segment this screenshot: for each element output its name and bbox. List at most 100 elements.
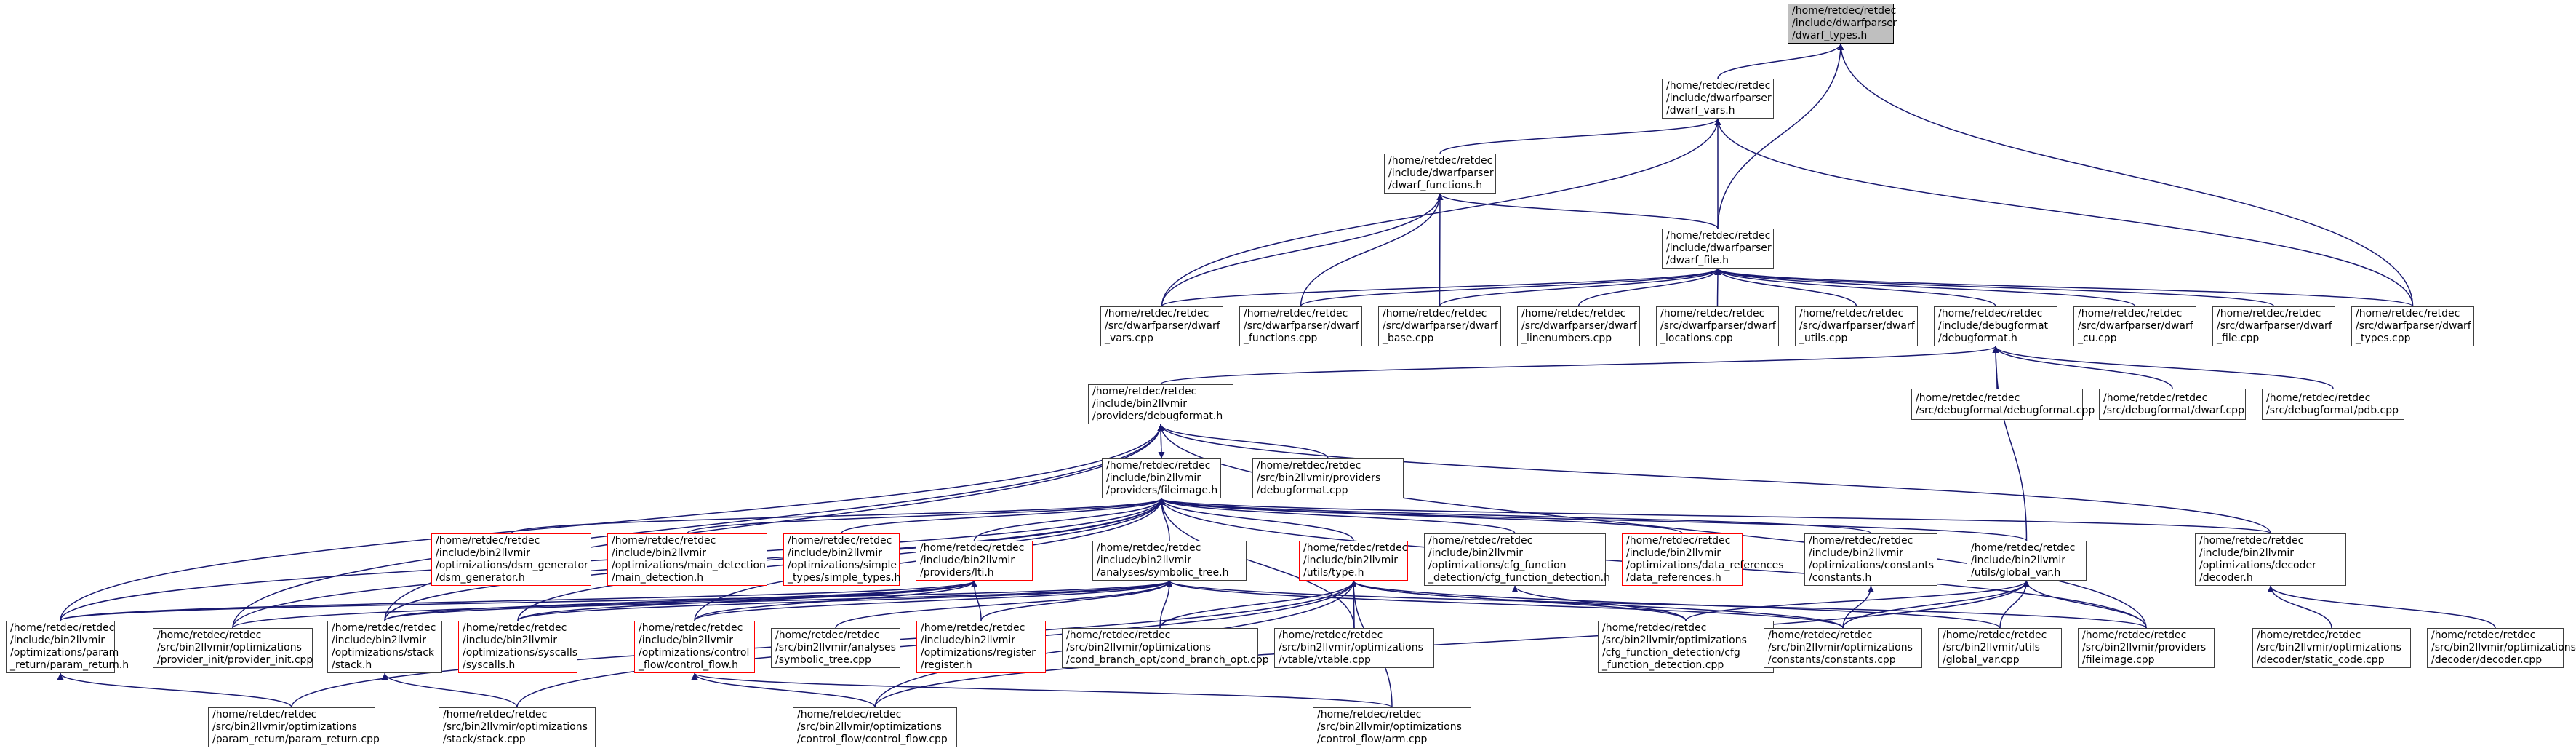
node-label-line: /src/bin2llvmir/utils: [1943, 642, 2040, 653]
graph-node-stack-h[interactable]: /home/retdec/retdec/include/bin2llvmir/o…: [327, 621, 442, 673]
graph-node-dwarf-cu-cpp[interactable]: /home/retdec/retdec/src/dwarfparser/dwar…: [2073, 306, 2196, 346]
node-label-line: _function_detection.cpp: [1602, 659, 1724, 671]
graph-node-providers-debugformat-h[interactable]: /home/retdec/retdec/include/bin2llvmir/p…: [1088, 384, 1233, 424]
node-label-line: /include/bin2llvmir: [2199, 547, 2295, 559]
graph-node-register-h[interactable]: /home/retdec/retdec/include/bin2llvmir/o…: [916, 621, 1046, 673]
graph-node-dwarf-base-cpp[interactable]: /home/retdec/retdec/src/dwarfparser/dwar…: [1378, 306, 1501, 346]
node-label-line: /fileimage.cpp: [2082, 654, 2155, 666]
node-label-line: /home/retdec/retdec: [921, 622, 1025, 634]
graph-node-symbolic-tree-h[interactable]: /home/retdec/retdec/include/bin2llvmir/a…: [1092, 541, 1247, 581]
graph-node-dwarf-functions-h[interactable]: /home/retdec/retdec/include/dwarfparser/…: [1384, 154, 1496, 194]
graph-node-global-var-h[interactable]: /home/retdec/retdec/include/bin2llvmir/u…: [1967, 541, 2087, 581]
graph-node-dwarf-file-cpp[interactable]: /home/retdec/retdec/src/dwarfparser/dwar…: [2212, 306, 2335, 346]
node-label-line: /home/retdec/retdec: [157, 629, 262, 641]
node-label-line: /home/retdec/retdec: [1097, 542, 1201, 554]
edge-constants-cpp-to-symbolic-tree-h: [1166, 580, 1844, 629]
edge-dwarf-utils-cpp-to-dwarf-file-h: [1714, 268, 1857, 307]
edge-constants-cpp-to-constants-h: [1842, 585, 1874, 629]
graph-node-dwarf-file-h[interactable]: /home/retdec/retdec/include/dwarfparser/…: [1662, 229, 1774, 269]
graph-node-dwarf-vars-h[interactable]: /home/retdec/retdec/include/dwarfparser/…: [1662, 79, 1774, 119]
node-label-line: /include/dwarfparser: [1792, 17, 1897, 29]
graph-node-main-detection-h[interactable]: /home/retdec/retdec/include/bin2llvmir/o…: [607, 533, 767, 586]
node-label-line: /home/retdec/retdec: [1666, 230, 1771, 242]
graph-node-dwarf-types-h[interactable]: /home/retdec/retdec/include/dwarfparser/…: [1788, 4, 1897, 44]
graph-node-data-references-h[interactable]: /home/retdec/retdec/include/bin2llvmir/o…: [1622, 533, 1784, 586]
node-label-line: /home/retdec/retdec: [1971, 542, 2076, 554]
graph-node-fileimage-h[interactable]: /home/retdec/retdec/include/bin2llvmir/p…: [1102, 458, 1221, 498]
graph-node-dwarf-linenumbers-cpp[interactable]: /home/retdec/retdec/src/dwarfparser/dwar…: [1517, 306, 1640, 346]
edge-dwarf-types-cpp-to-dwarf-vars-h: [1714, 118, 2414, 307]
graph-node-cfg-function-detection-cpp[interactable]: /home/retdec/retdec/src/bin2llvmir/optim…: [1598, 621, 1774, 673]
node-label-line: /include/bin2llvmir: [463, 635, 558, 646]
graph-node-debugformat-cpp[interactable]: /home/retdec/retdec/src/debugformat/debu…: [1911, 389, 2095, 420]
graph-node-dwarf-locations-cpp[interactable]: /home/retdec/retdec/src/dwarfparser/dwar…: [1656, 306, 1779, 346]
node-label-line: /include/bin2llvmir: [10, 635, 105, 646]
node-label-line: /home/retdec/retdec: [1666, 80, 1771, 92]
graph-node-dwarf-cpp[interactable]: /home/retdec/retdec/src/debugformat/dwar…: [2099, 389, 2246, 420]
graph-node-param-return-h[interactable]: /home/retdec/retdec/include/bin2llvmir/o…: [6, 621, 129, 673]
graph-node-dsm-generator-h[interactable]: /home/retdec/retdec/include/bin2llvmir/o…: [431, 533, 591, 586]
node-label-line: /src/bin2llvmir/analyses: [775, 642, 896, 653]
graph-node-control-flow-h[interactable]: /home/retdec/retdec/include/bin2llvmir/o…: [634, 621, 755, 673]
edge-symbolic-tree-cpp-to-symbolic-tree-h: [835, 580, 1173, 629]
node-label-line: /include/bin2llvmir: [920, 555, 1015, 566]
node-label-line: /optimizations/param: [10, 647, 119, 659]
graph-node-param-return-cpp[interactable]: /home/retdec/retdec/src/bin2llvmir/optim…: [208, 707, 380, 747]
edge-pdb-cpp-to-debugformat-h: [1992, 346, 2334, 389]
node-label-line: /home/retdec/retdec: [788, 535, 892, 547]
graph-node-debugformat-h[interactable]: /home/retdec/retdec/include/debugformat/…: [1934, 306, 2057, 346]
node-label-line: /optimizations/main_detection: [612, 560, 766, 571]
graph-node-provider-init-cpp[interactable]: /home/retdec/retdec/src/bin2llvmir/optim…: [153, 628, 313, 668]
graph-node-symbolic-tree-cpp[interactable]: /home/retdec/retdec/src/bin2llvmir/analy…: [771, 628, 900, 668]
graph-node-lti-h[interactable]: /home/retdec/retdec/include/bin2llvmir/p…: [916, 541, 1033, 581]
graph-node-constants-h[interactable]: /home/retdec/retdec/include/bin2llvmir/o…: [1804, 533, 1937, 586]
graph-node-fileimage-cpp[interactable]: /home/retdec/retdec/src/bin2llvmir/provi…: [2078, 628, 2215, 668]
node-label-line: _linenumbers.cpp: [1521, 333, 1612, 344]
graph-node-simple-types-h[interactable]: /home/retdec/retdec/include/bin2llvmir/o…: [783, 533, 900, 586]
graph-node-decoder-cpp[interactable]: /home/retdec/retdec/src/bin2llvmir/optim…: [2427, 628, 2576, 668]
edge-control-flow-cpp-to-global-var-h: [874, 580, 2030, 708]
graph-node-providers-debugformat-cpp[interactable]: /home/retdec/retdec/src/bin2llvmir/provi…: [1252, 458, 1404, 498]
edge-dsm-generator-h-to-fileimage-h: [511, 498, 1165, 534]
graph-node-dwarf-types-cpp[interactable]: /home/retdec/retdec/src/dwarfparser/dwar…: [2351, 306, 2474, 346]
node-label-line: /include/bin2llvmir: [921, 635, 1016, 646]
graph-node-control-flow-cpp[interactable]: /home/retdec/retdec/src/bin2llvmir/optim…: [793, 707, 957, 747]
graph-node-dwarf-vars-cpp[interactable]: /home/retdec/retdec/src/dwarfparser/dwar…: [1100, 306, 1223, 346]
node-label-line: /include/bin2llvmir: [1809, 547, 1904, 559]
graph-node-dwarf-utils-cpp[interactable]: /home/retdec/retdec/src/dwarfparser/dwar…: [1795, 306, 1918, 346]
node-label-line: /home/retdec/retdec: [1428, 535, 1533, 547]
edge-arm-cpp-to-control-flow-h: [691, 672, 1393, 708]
graph-node-cfg-function-detection-h[interactable]: /home/retdec/retdec/include/bin2llvmir/o…: [1424, 533, 1610, 586]
graph-node-global-var-cpp[interactable]: /home/retdec/retdec/src/bin2llvmir/utils…: [1938, 628, 2062, 668]
graph-node-constants-cpp[interactable]: /home/retdec/retdec/src/bin2llvmir/optim…: [1764, 628, 1922, 668]
edge-debugformat-h-to-dwarf-file-h: [1714, 268, 1996, 307]
node-label-line: /home/retdec/retdec: [1279, 629, 1383, 641]
node-label-line: /home/retdec/retdec: [1916, 392, 2020, 404]
node-label-line: /src/bin2llvmir/optimizations: [1279, 642, 1423, 653]
node-label-line: /src/debugformat/pdb.cpp: [2266, 404, 2399, 416]
graph-node-dwarf-functions-cpp[interactable]: /home/retdec/retdec/src/dwarfparser/dwar…: [1239, 306, 1362, 346]
edge-dwarf-functions-cpp-to-dwarf-functions-h: [1300, 193, 1444, 307]
node-label-line: /stack.h: [332, 659, 372, 671]
node-label-line: /home/retdec/retdec: [436, 535, 540, 547]
node-label-line: /src/dwarfparser/dwarf: [1799, 320, 1915, 332]
node-label-line: /home/retdec/retdec: [2103, 392, 2208, 404]
node-label-line: /home/retdec/retdec: [332, 622, 436, 634]
node-label-line: /home/retdec/retdec: [1244, 308, 1348, 319]
graph-node-cond-branch-opt-cpp[interactable]: /home/retdec/retdec/src/bin2llvmir/optim…: [1062, 628, 1269, 668]
node-label-line: /include/bin2llvmir: [1626, 547, 1721, 559]
graph-node-decoder-h[interactable]: /home/retdec/retdec/include/bin2llvmir/o…: [2195, 533, 2346, 586]
node-label-line: /control_flow/arm.cpp: [1317, 734, 1428, 745]
graph-node-type-h[interactable]: /home/retdec/retdec/include/bin2llvmir/u…: [1299, 541, 1408, 581]
node-label-line: _utils.cpp: [1799, 333, 1848, 344]
graph-node-stack-cpp[interactable]: /home/retdec/retdec/src/bin2llvmir/optim…: [439, 707, 596, 747]
graph-node-syscalls-h[interactable]: /home/retdec/retdec/include/bin2llvmir/o…: [458, 621, 577, 673]
edge-dwarf-functions-cpp-to-dwarf-file-h: [1300, 268, 1721, 307]
graph-node-vtable-cpp[interactable]: /home/retdec/retdec/src/bin2llvmir/optim…: [1274, 628, 1434, 668]
node-label-line: /home/retdec/retdec: [1809, 535, 1913, 547]
graph-node-pdb-cpp[interactable]: /home/retdec/retdec/src/debugformat/pdb.…: [2262, 389, 2404, 420]
graph-node-arm-cpp[interactable]: /home/retdec/retdec/src/bin2llvmir/optim…: [1313, 707, 1471, 747]
edge-dwarf-cu-cpp-to-dwarf-file-h: [1714, 268, 2136, 307]
graph-node-static-code-cpp[interactable]: /home/retdec/retdec/src/bin2llvmir/optim…: [2252, 628, 2411, 668]
node-label-line: /home/retdec/retdec: [1303, 542, 1408, 554]
